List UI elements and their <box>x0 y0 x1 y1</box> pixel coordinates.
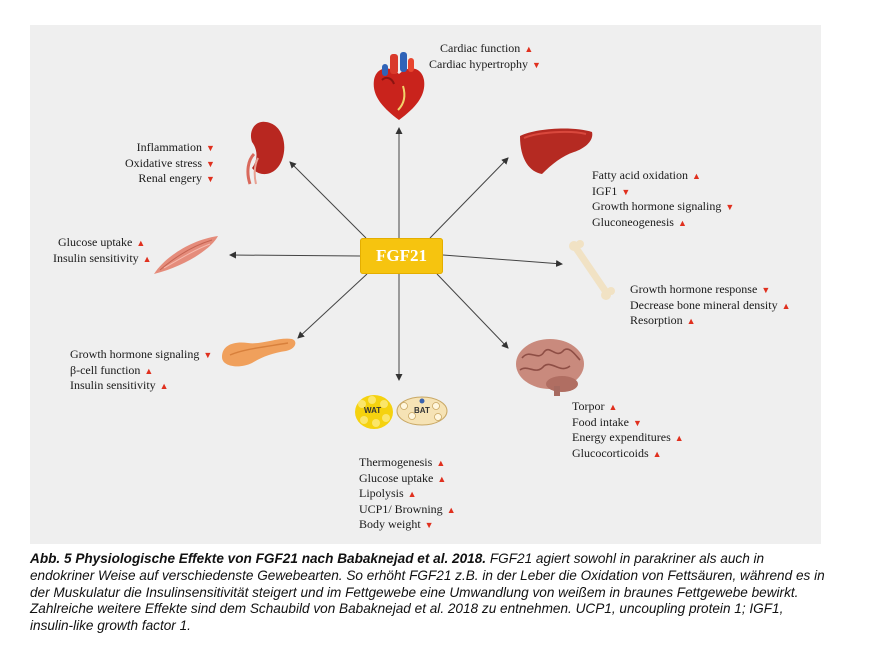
kidney-effect-3: Renal engery▼ <box>138 171 215 185</box>
kidney-effect-2: Oxidative stress▼ <box>125 155 215 170</box>
muscle-effects: Glucose uptake▲ Insulin sensitivity▲ <box>53 235 152 266</box>
muscle-icon <box>154 236 218 274</box>
pancreas-icon <box>222 338 296 367</box>
fgf21-hub: FGF21 <box>360 238 443 274</box>
heart-effects: Cardiac function▲ Cardiac hypertrophy▼ <box>429 41 541 72</box>
fat-cells-icon <box>355 395 448 429</box>
brain-icon <box>516 339 584 396</box>
fat-effect-4: UCP1/ Browning▲ <box>359 501 456 516</box>
heart-icon <box>373 52 425 120</box>
brain-effect-1: Torpor▲ <box>572 399 618 413</box>
pancreas-effect-1: Growth hormone signaling▼ <box>70 347 213 361</box>
brain-effect-4: Glucocorticoids▲ <box>572 445 662 460</box>
caption-title: Abb. 5 Physiologische Effekte von FGF21 … <box>30 551 487 566</box>
muscle-effect-2: Insulin sensitivity▲ <box>53 250 152 265</box>
arrow-to-brain <box>436 273 509 349</box>
arrow-to-bone <box>442 254 563 268</box>
liver-effect-1: Fatty acid oxidation▲ <box>592 168 701 182</box>
heart-effect-1: Cardiac function▲ <box>440 41 534 55</box>
fat-tissue-group: WAT BAT <box>352 392 452 432</box>
brain-effect-3: Energy expenditures▲ <box>572 430 684 444</box>
arrow-to-muscle <box>229 251 361 259</box>
bone-effect-1: Growth hormone response▼ <box>630 282 771 296</box>
diagram-panel <box>30 25 821 544</box>
kidney-effects: Inflammation▼ Oxidative stress▼ Renal en… <box>125 140 215 187</box>
muscle-effect-1: Glucose uptake▲ <box>58 235 146 249</box>
kidney-icon <box>246 121 285 185</box>
bone-icon <box>569 240 615 300</box>
kidney-effect-1: Inflammation▼ <box>136 140 215 154</box>
figure-caption: Abb. 5 Physiologische Effekte von FGF21 … <box>30 551 830 635</box>
bat-label: BAT <box>414 406 430 415</box>
pancreas-effect-2: β-cell function▲ <box>70 362 154 377</box>
arrow-to-liver <box>429 157 509 239</box>
liver-icon <box>520 128 593 174</box>
bone-effects: Growth hormone response▼ Decrease bone m… <box>630 282 791 329</box>
bone-effect-2: Decrease bone mineral density▲ <box>630 297 791 312</box>
caption-text: FGF21 agiert sowohl in parakriner als au… <box>30 551 825 634</box>
bone-effect-3: Resorption▲ <box>630 313 696 327</box>
brain-effect-2: Food intake▼ <box>572 414 642 429</box>
liver-effect-2: IGF1▼ <box>592 183 631 198</box>
fat-effect-1: Thermogenesis▲ <box>359 455 446 469</box>
fat-effects: Thermogenesis▲ Glucose uptake▲ Lipolysis… <box>359 455 456 533</box>
fat-effect-5: Body weight▼ <box>359 517 434 531</box>
brain-effects: Torpor▲ Food intake▼ Energy expenditures… <box>572 399 684 461</box>
fat-effect-2: Glucose uptake▲ <box>359 470 447 485</box>
pancreas-effect-3: Insulin sensitivity▲ <box>70 378 169 392</box>
arrow-to-pancreas <box>297 273 368 339</box>
liver-effect-4: Gluconeogenesis▲ <box>592 214 687 229</box>
fat-effect-3: Lipolysis▲ <box>359 486 417 500</box>
pancreas-effects: Growth hormone signaling▼ β-cell functio… <box>70 347 212 394</box>
liver-effect-3: Growth hormone signaling▼ <box>592 199 735 213</box>
liver-effects: Fatty acid oxidation▲ IGF1▼ Growth hormo… <box>592 168 734 230</box>
heart-effect-2: Cardiac hypertrophy▼ <box>429 56 541 71</box>
arrow-to-kidney <box>289 161 367 239</box>
wat-label: WAT <box>364 406 382 415</box>
